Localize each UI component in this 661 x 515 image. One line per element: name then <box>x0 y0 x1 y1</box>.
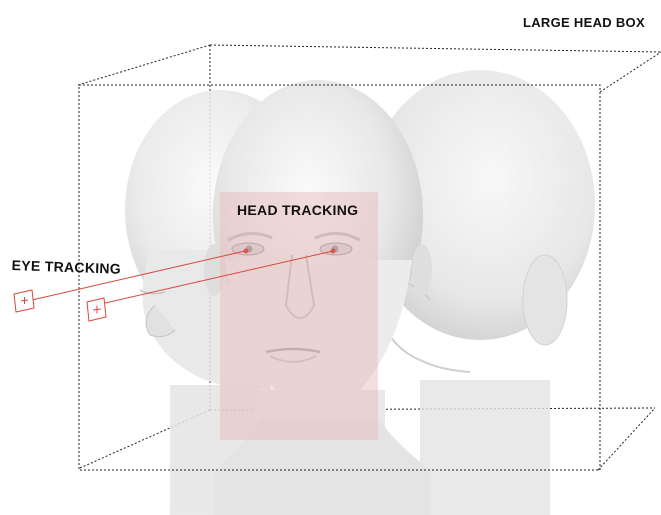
box-edge <box>600 52 661 92</box>
head-tracking-region <box>220 192 378 440</box>
eye-target-dot <box>331 249 336 254</box>
crosshair-square-icon <box>87 298 106 321</box>
eye-target-dot <box>244 249 249 254</box>
box-edge <box>210 45 661 52</box>
box-edge <box>598 408 655 470</box>
large-head-box-label: LARGE HEAD BOX <box>523 15 645 30</box>
head-tracking-label: HEAD TRACKING <box>237 202 358 218</box>
box-edge <box>78 45 210 85</box>
crosshair-square-icon <box>14 290 34 312</box>
